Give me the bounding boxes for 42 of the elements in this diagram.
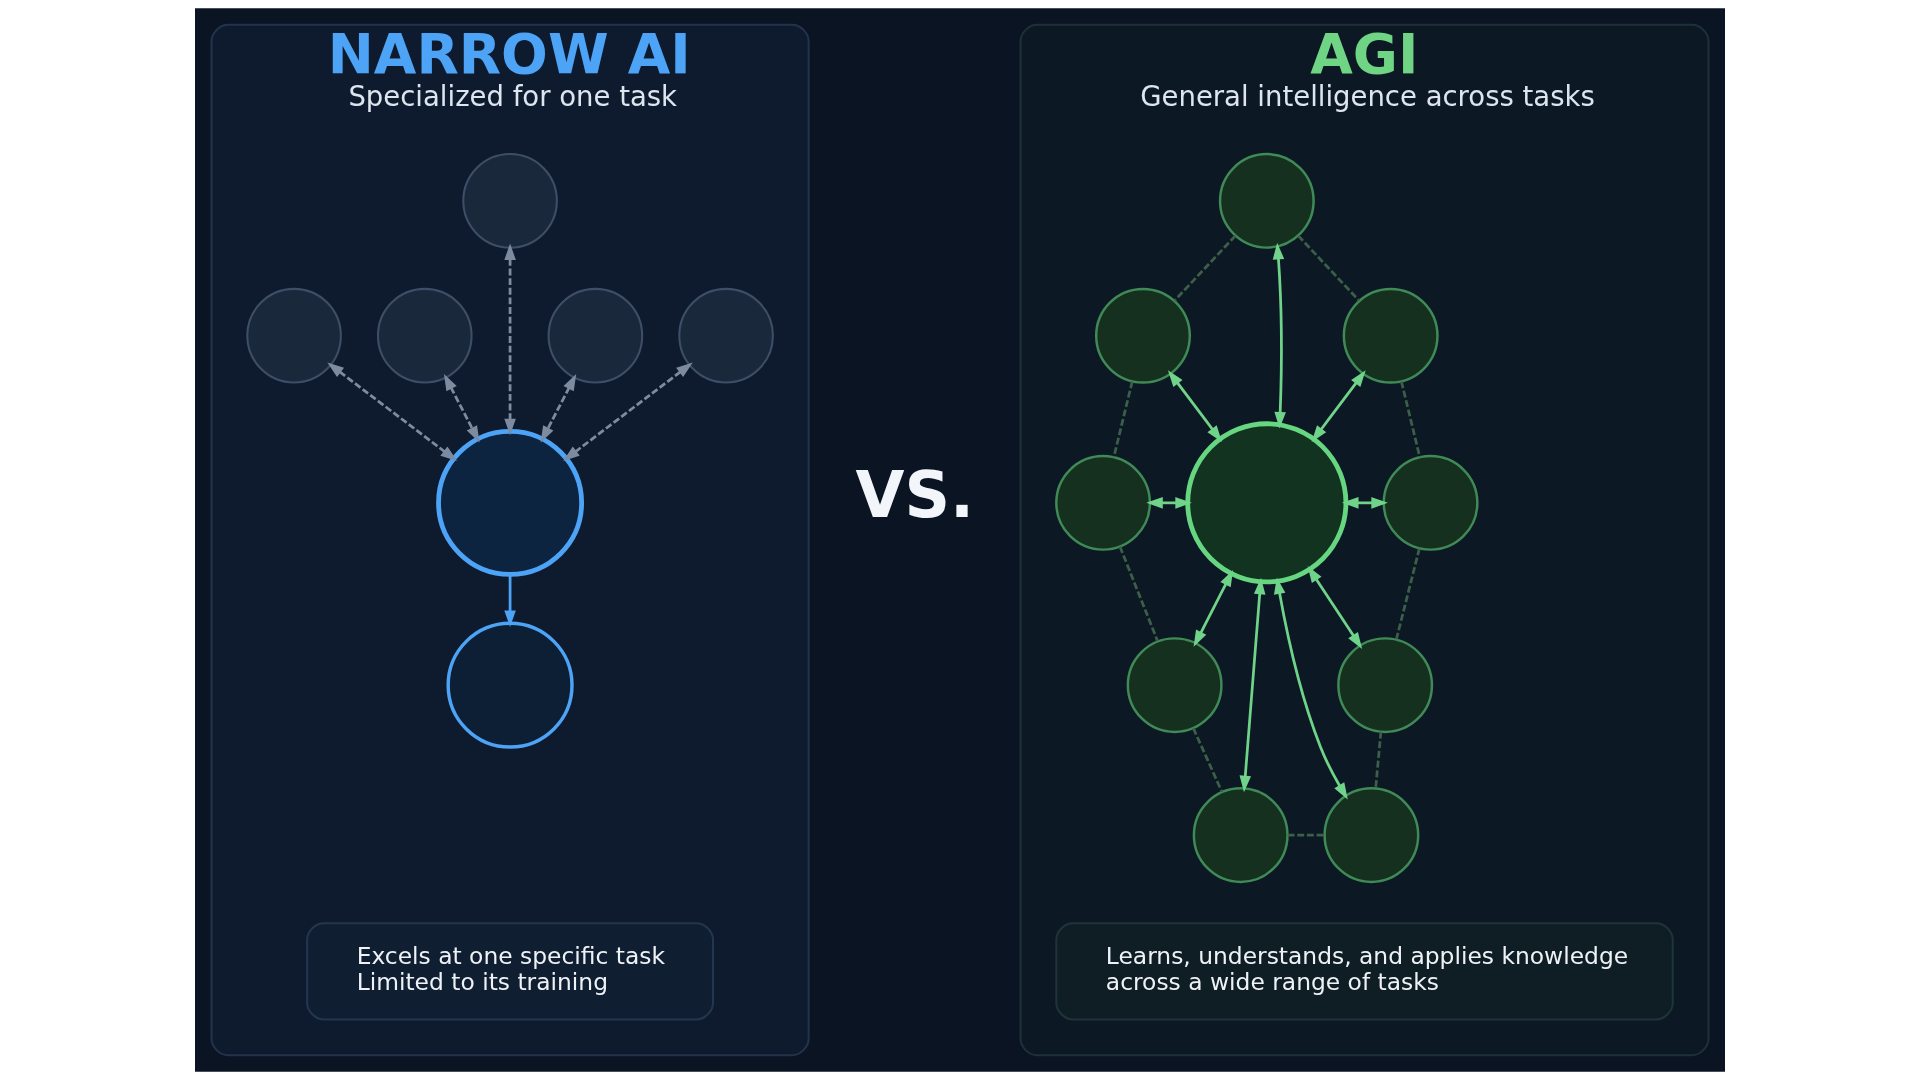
arrow xyxy=(1273,577,1348,800)
arrow xyxy=(1307,566,1363,649)
connector xyxy=(1374,731,1383,789)
arrow xyxy=(504,574,516,627)
arrow xyxy=(563,362,693,462)
arrow xyxy=(504,243,516,436)
node-box: Learns, understands, and applies knowledge across a wide range of tasks xyxy=(1055,922,1674,1021)
node-circle xyxy=(376,287,473,384)
arrow xyxy=(540,374,577,443)
node-circle xyxy=(1323,787,1420,884)
node-circle xyxy=(1342,287,1439,384)
arrow xyxy=(1311,370,1366,442)
arrow xyxy=(443,374,480,443)
arrow xyxy=(1239,577,1266,793)
node-circle xyxy=(246,287,342,384)
connector xyxy=(1173,234,1237,302)
node-circle xyxy=(547,287,644,384)
node-circle xyxy=(1126,637,1223,734)
node-circle xyxy=(1192,787,1289,884)
arrow xyxy=(1146,497,1192,509)
connector xyxy=(1192,727,1224,793)
connector xyxy=(1118,546,1159,642)
arrow xyxy=(1341,497,1388,509)
connector xyxy=(1297,234,1361,302)
node-circle xyxy=(462,153,558,249)
node-circle xyxy=(1337,637,1434,734)
node-circle xyxy=(1094,287,1191,384)
connector xyxy=(1112,381,1134,458)
arrow xyxy=(1167,370,1222,442)
connector xyxy=(1400,381,1422,458)
arrow xyxy=(1193,569,1234,647)
label: VS. xyxy=(855,458,975,533)
arrow xyxy=(1272,242,1286,429)
arrow xyxy=(327,362,458,462)
connector xyxy=(1287,833,1325,837)
node-circle xyxy=(436,428,585,577)
node-circle xyxy=(1218,152,1315,249)
node-circle xyxy=(1055,454,1152,551)
connector xyxy=(1395,548,1421,640)
node-circle xyxy=(1382,454,1479,551)
node-circle xyxy=(446,621,574,749)
node-box: Excels at one specific task Limited to its training xyxy=(306,922,715,1021)
